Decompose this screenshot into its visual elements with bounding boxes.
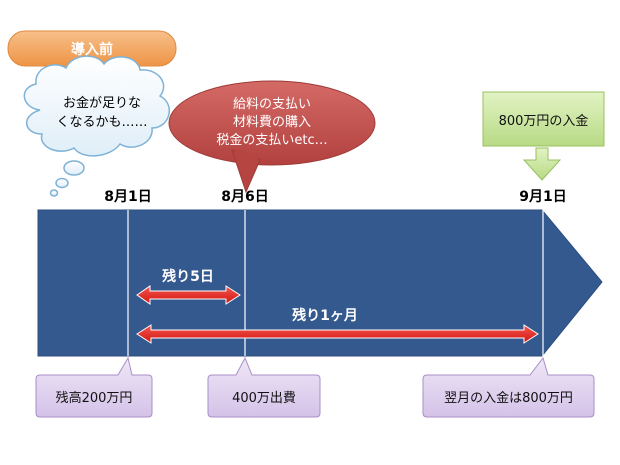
- red-callout-line-3: 税金の支払いetc…: [216, 133, 328, 148]
- green-box-shape: [482, 91, 605, 181]
- thought-text: お金が足りな くなるかも……: [46, 94, 158, 132]
- one-month-label: 残り1ヶ月: [292, 308, 358, 324]
- next-month-callout-label: 翌月の入金は800万円: [444, 390, 573, 406]
- balance-callout-shape: [35, 356, 153, 418]
- balance-callout-label: 残高200万円: [55, 390, 133, 406]
- thought-line-2: くなるかも……: [56, 115, 148, 130]
- date-aug6: 8月6日: [221, 189, 269, 205]
- date-sep1: 9月1日: [519, 189, 567, 205]
- one-month-arrow: [136, 324, 539, 344]
- date-aug1: 8月1日: [104, 189, 152, 205]
- timeline-arrow: [37, 209, 603, 357]
- expense-callout-label: 400万出費: [232, 390, 296, 406]
- thought-line-1: お金が足りな: [62, 96, 141, 111]
- green-box-label: 800万円の入金: [498, 113, 589, 129]
- red-callout-text: 給料の支払い 材料費の購入 税金の支払いetc…: [172, 96, 372, 150]
- thought-cloud: [23, 55, 170, 197]
- five-days-arrow: [136, 285, 241, 305]
- expense-callout-shape: [207, 356, 321, 418]
- red-callout-line-2: 材料費の購入: [232, 115, 311, 130]
- next-month-callout-shape: [422, 356, 595, 418]
- red-callout-line-1: 給料の支払い: [232, 97, 311, 112]
- red-callout-shape: [168, 80, 376, 194]
- five-days-label: 残り5日: [162, 269, 214, 285]
- badge-label: 導入前: [71, 41, 113, 58]
